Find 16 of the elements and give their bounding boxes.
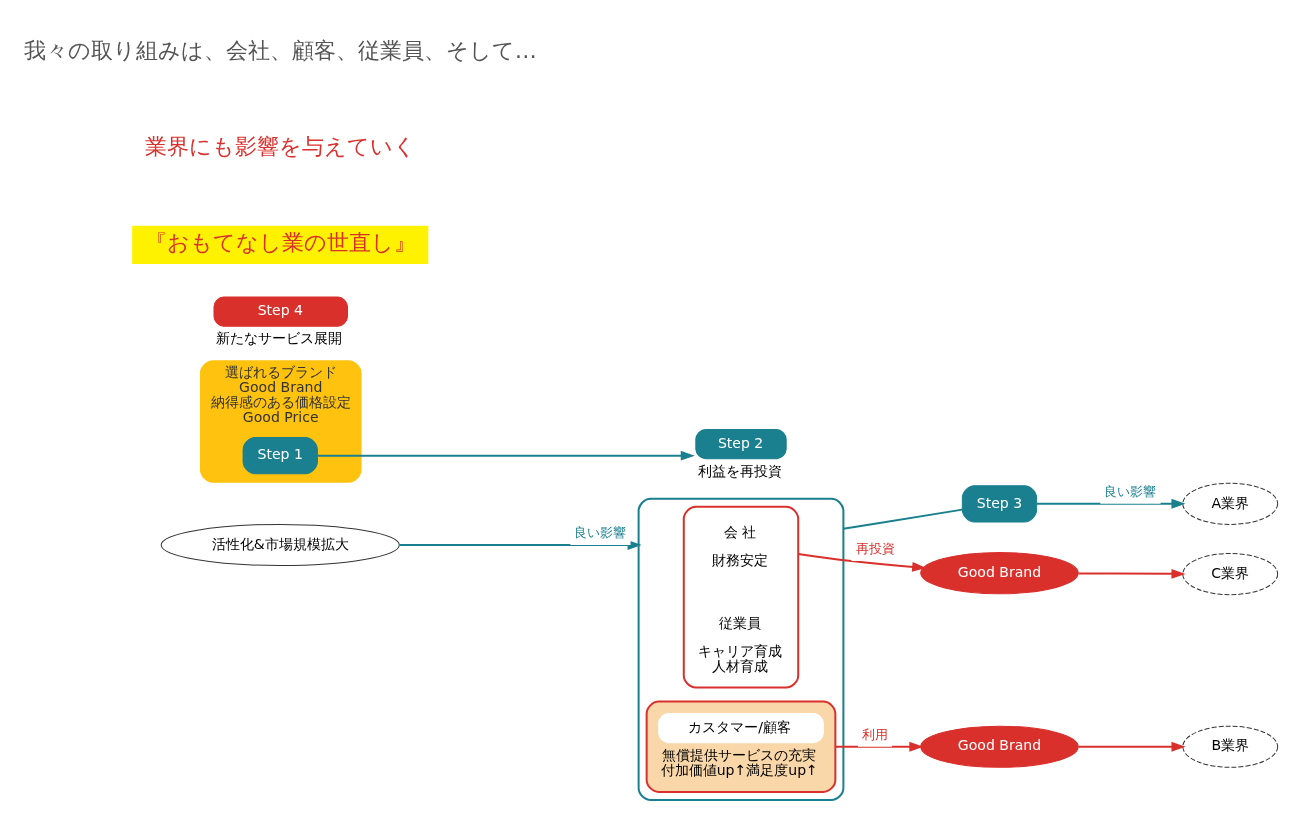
node-label: 無償提供サービスの充実: [662, 746, 817, 763]
node-label: キャリア育成: [697, 642, 782, 659]
node-label: 新たなサービス展開: [215, 329, 342, 346]
label: 我々の取り組みは、会社、顧客、従業員、そして…: [23, 37, 537, 63]
edge-label: 良い影響: [1104, 483, 1157, 499]
node-label: 付加価値up↑満足度up↑: [660, 761, 818, 778]
label: 業界にも影響を与えていく: [144, 133, 416, 159]
label: 『おもてなし業の世直し』: [144, 229, 416, 255]
node-label: 利益を再投資: [697, 462, 782, 479]
node-label: 人材育成: [711, 657, 768, 674]
node-text: 従業員: [719, 613, 762, 630]
node-text: 会 社: [723, 523, 757, 540]
edge-label: 利用: [861, 726, 888, 742]
edge-label: 良い影響: [574, 524, 627, 540]
node-label: 財務安定: [711, 551, 768, 568]
edge-label: 再投資: [855, 540, 895, 556]
